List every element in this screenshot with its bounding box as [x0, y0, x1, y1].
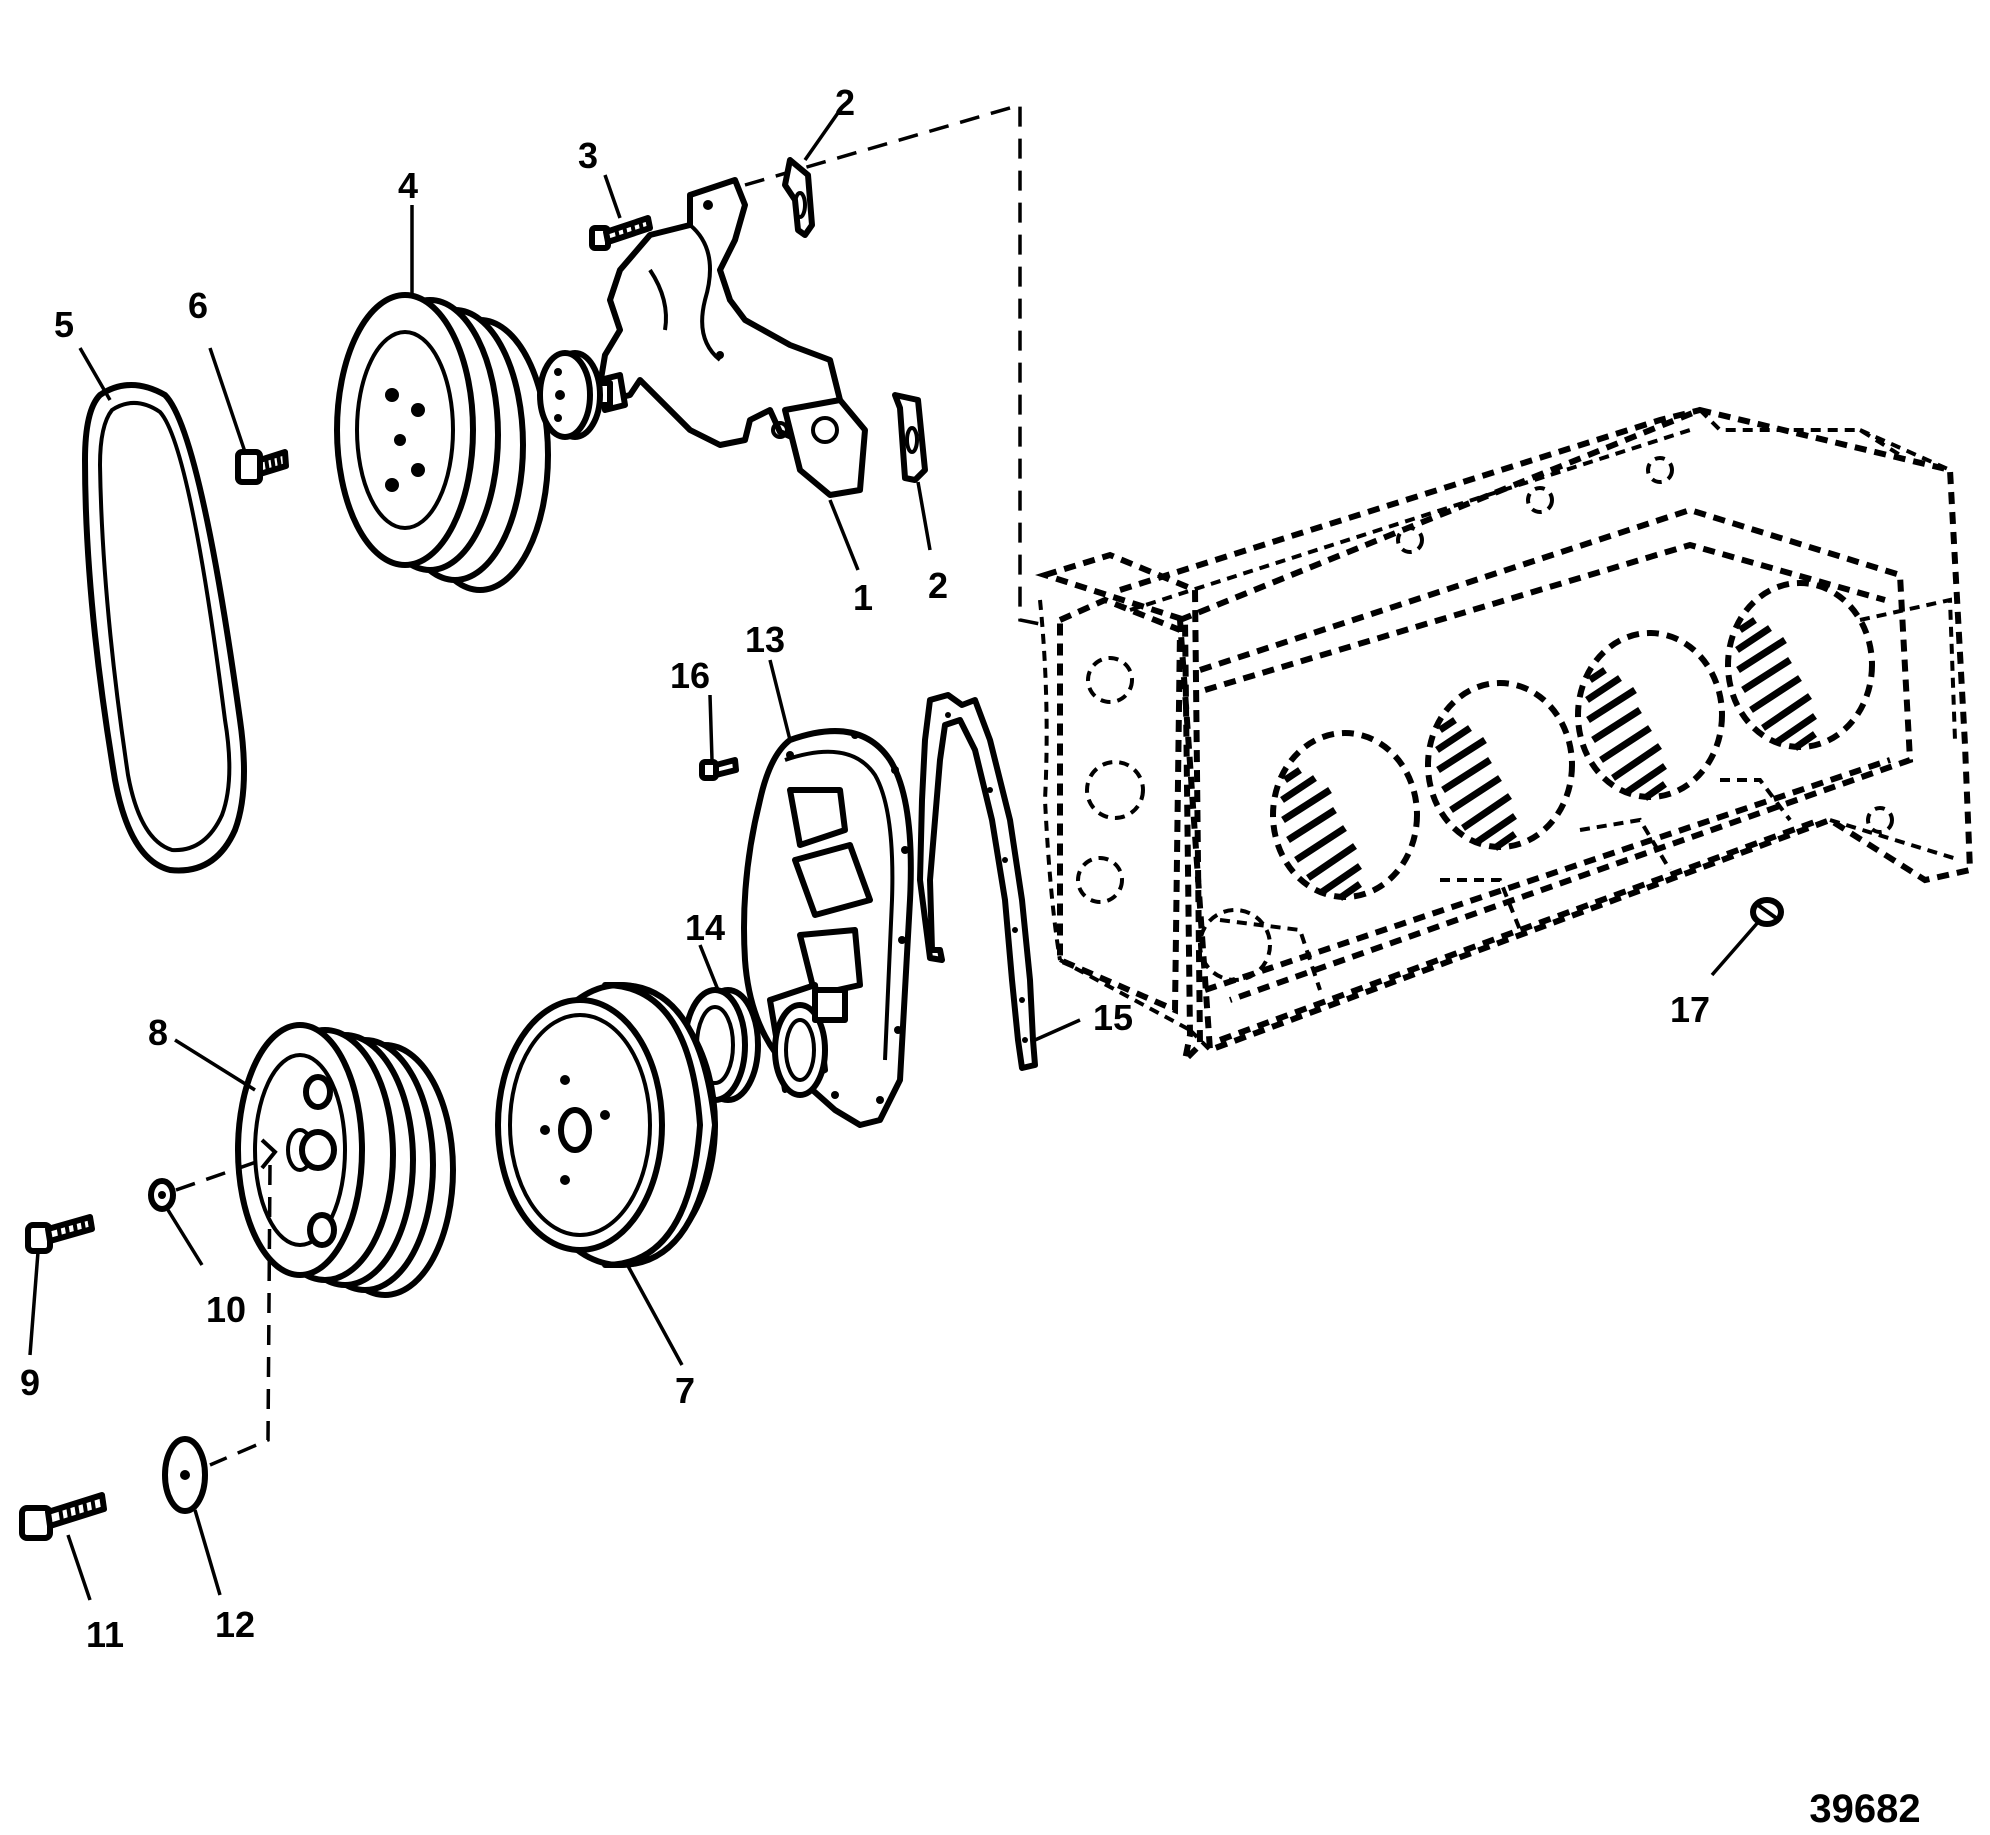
callout-label-8: 8: [148, 1012, 168, 1053]
callout-label-5: 5: [54, 304, 74, 345]
callout-label-9: 9: [20, 1362, 40, 1403]
crankshaft-pulley-icon: [235, 1022, 456, 1298]
bolt-icon: [19, 1492, 107, 1541]
plug-icon: [1750, 897, 1784, 927]
pulley-icon: [334, 292, 551, 593]
cylinder-bore-2: [1425, 680, 1575, 851]
bolt-icon: [589, 215, 653, 251]
callout-label-16: 16: [670, 655, 710, 696]
callout-label-17: 17: [1670, 989, 1710, 1030]
alignment-line-washer: [175, 1158, 263, 1192]
callout-label-4: 4: [398, 165, 418, 206]
callout-label-1: 1: [853, 577, 873, 618]
washer-icon: [162, 1436, 208, 1514]
cylinder-bore-4: [1725, 580, 1875, 751]
bolt-icon: [25, 1214, 95, 1254]
cylinder-bore-3: [1575, 630, 1725, 801]
callout-label-2: 2: [835, 82, 855, 123]
cylinder-bore-1: [1270, 730, 1420, 901]
alignment-line-pump: [744, 102, 1046, 627]
screw-icon: [699, 757, 739, 781]
leader-lines: [28, 108, 1762, 1601]
drive-belt-icon: [82, 382, 247, 874]
callout-label-6: 6: [188, 285, 208, 326]
callout-label-11: 11: [86, 1614, 124, 1655]
callout-label-12: 12: [215, 1604, 255, 1645]
engine-block-phantom-icon: [1035, 406, 1974, 1070]
callout-label-2: 2: [928, 565, 948, 606]
gasket-icon: [782, 157, 815, 238]
figure-number: 39682: [1809, 1787, 1920, 1830]
bolt-icon: [235, 449, 289, 485]
callout-label-14: 14: [685, 907, 725, 948]
callout-label-10: 10: [206, 1289, 246, 1330]
alignment-line-center-bolt: [209, 1164, 272, 1467]
water-pump-icon: [537, 177, 868, 498]
callout-label-3: 3: [578, 135, 598, 176]
gasket-icon: [892, 392, 928, 483]
timing-cover-icon: [741, 728, 914, 1128]
gasket-icon: [917, 692, 1038, 1071]
callout-label-15: 15: [1093, 997, 1133, 1038]
harmonic-balancer-icon: [495, 982, 718, 1268]
callout-label-7: 7: [675, 1370, 695, 1411]
washer-icon: [148, 1178, 176, 1212]
callout-label-13: 13: [745, 619, 785, 660]
